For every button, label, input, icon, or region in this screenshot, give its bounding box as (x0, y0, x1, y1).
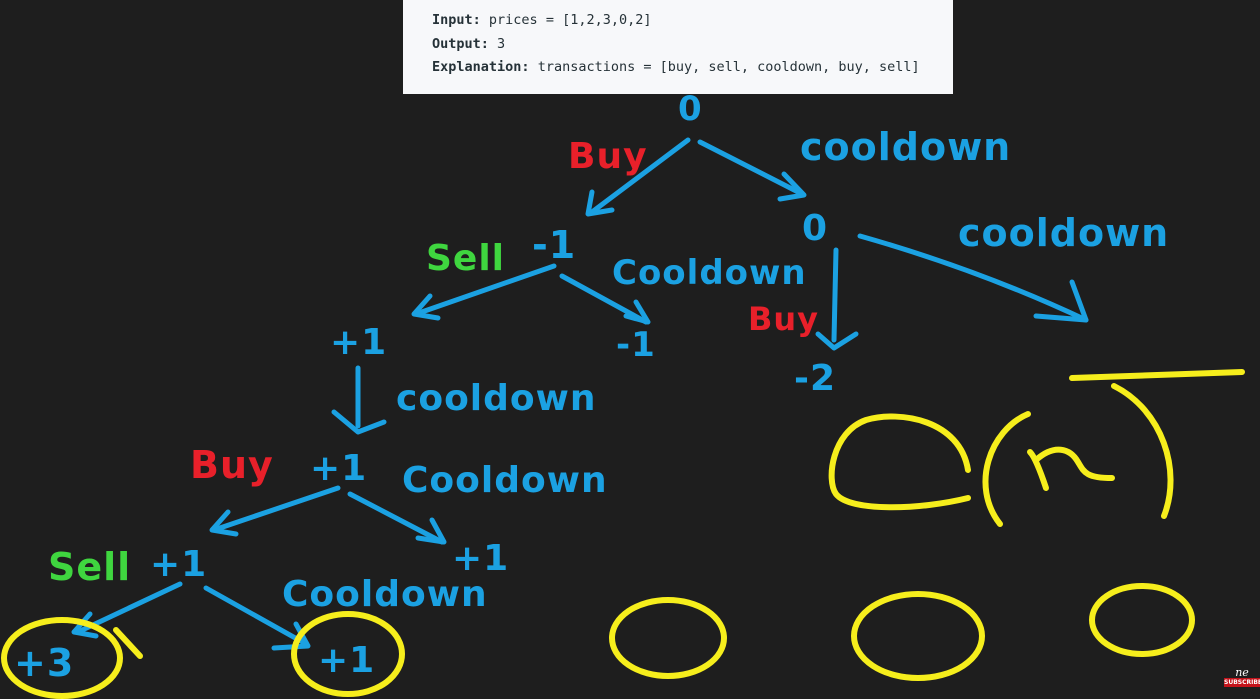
node-deep-cd-value: +1 (452, 538, 509, 579)
arrowhead-root-buy (585, 189, 615, 217)
arrowhead-sell-cooldown (331, 409, 387, 435)
label-cooldown-6: Cooldown (282, 574, 488, 615)
arrowhead-cd-cooldown (1033, 279, 1089, 323)
edge-root-buy (589, 137, 691, 215)
output-row: Output: 3 (432, 33, 953, 57)
label-buy-1: Buy (568, 136, 648, 177)
node-buy-cd-value: -1 (616, 325, 656, 365)
label-cooldown-3: cooldown (958, 211, 1169, 255)
arrowhead-buy-sell (411, 293, 441, 321)
paren-right (1111, 383, 1174, 519)
big-o-circle (828, 413, 971, 511)
edge-final-cooldown (203, 585, 309, 647)
node-cd-buy-value: -2 (794, 358, 836, 399)
bottom-circle-2 (851, 591, 985, 681)
channel-logo[interactable]: ne SUBSCRIBE (1224, 667, 1260, 689)
output-key: Output: (432, 35, 489, 52)
highlight-circle-max-tail (113, 627, 143, 659)
input-key: Input: (432, 12, 481, 28)
label-sell-2: Sell (48, 545, 131, 589)
node-sell-cd-value: +1 (310, 448, 367, 489)
label-cooldown-1: cooldown (800, 125, 1011, 169)
bottom-circle-1 (609, 597, 727, 679)
arrowhead-deep-buy (209, 509, 239, 537)
subscribe-badge[interactable]: SUBSCRIBE (1224, 678, 1260, 687)
problem-example: Input: prices = [1,2,3,0,2] Output: 3 Ex… (403, 0, 953, 94)
explanation-row: Explanation: transactions = [buy, sell, … (432, 56, 953, 80)
arrowhead-root-cooldown (777, 171, 807, 202)
logo-mark: ne (1235, 666, 1249, 679)
explanation-value: transactions = [buy, sell, cooldown, buy… (537, 59, 920, 75)
node-deep-buy-cd-value: +1 (318, 640, 375, 681)
arrowhead-deep-cooldown (415, 517, 447, 545)
label-cooldown-5: Cooldown (402, 460, 608, 501)
highlight-circle-max (1, 617, 123, 699)
node-root-cd-value: 0 (802, 208, 828, 249)
edge-buy-sell (413, 263, 557, 317)
arrowhead-buy-cooldown (623, 299, 651, 325)
output-value: 3 (497, 35, 506, 52)
edge-cd-cooldown (857, 233, 1089, 323)
node-buy-sell-value: +1 (330, 322, 387, 363)
highlight-circle-alt (291, 611, 405, 697)
label-cooldown-2: Cooldown (612, 253, 807, 293)
node-final-sell-value: +3 (14, 641, 74, 685)
input-value: prices = [1,2,3,0,2] (488, 12, 652, 28)
edge-deep-buy (211, 485, 341, 533)
edge-root-cooldown (697, 139, 805, 197)
n-glyph (1027, 446, 1115, 491)
paren-left (982, 411, 1031, 527)
node-root-buy-value: -1 (532, 223, 576, 267)
edge-cd-buy (831, 247, 839, 343)
arrowhead-cd-buy (815, 331, 859, 351)
label-sell-1: Sell (426, 238, 505, 279)
overline (1069, 369, 1245, 381)
label-buy-3: Buy (190, 443, 274, 487)
label-cooldown-4: cooldown (396, 378, 597, 419)
node-deep-buy-value: +1 (150, 544, 207, 585)
bottom-circle-3 (1089, 583, 1195, 657)
label-buy-2: Buy (748, 300, 819, 338)
input-row: Input: prices = [1,2,3,0,2] (432, 9, 953, 33)
node-root-value: 0 (678, 89, 703, 129)
edge-buy-cooldown (559, 273, 649, 325)
explanation-key: Explanation: (432, 59, 530, 75)
edge-deep-cooldown (347, 491, 445, 545)
